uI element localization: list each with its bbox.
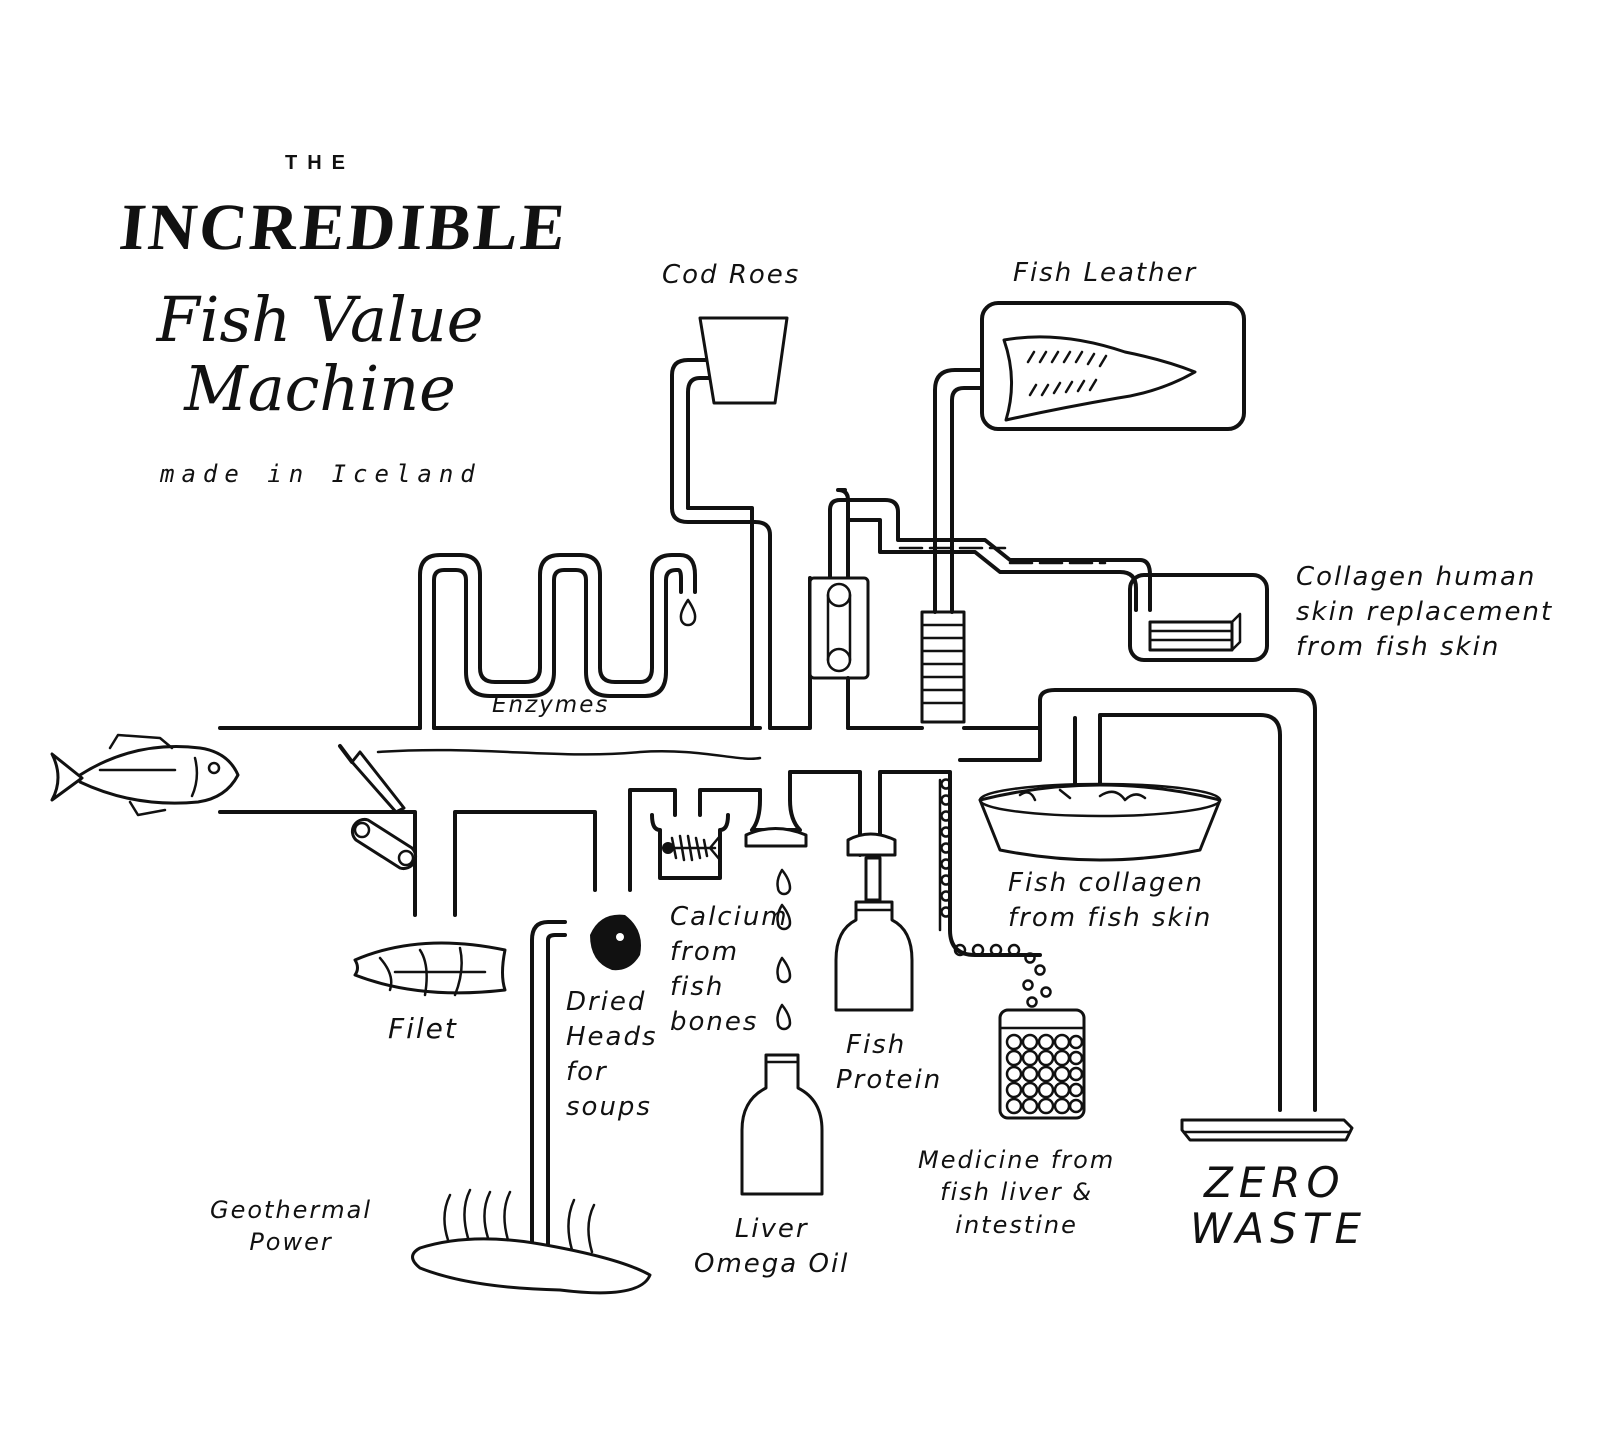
tray-icon — [1180, 1118, 1354, 1142]
label-calcium: Calcium from fish bones — [670, 900, 789, 1040]
label-zero: ZERO — [1204, 1158, 1346, 1207]
label-collagen-skin: Collagen human skin replacement from fis… — [1296, 560, 1553, 665]
label-liver-oil-1: Liver — [734, 1214, 809, 1244]
cod-roes-unit — [670, 316, 789, 730]
label-cod-roes: Cod Roes — [662, 260, 801, 290]
title-script: Fish Value Machine — [110, 285, 530, 424]
label-fish-protein: Fish Protein — [836, 1028, 942, 1098]
label-filet: Filet — [388, 1012, 458, 1045]
fish-skeleton-station — [650, 813, 730, 880]
label-dried-heads: Dried Heads for soups — [566, 985, 658, 1125]
fish-head-icon — [590, 914, 641, 971]
label-fish-collagen-1: Fish collagen — [1008, 868, 1205, 898]
filter-ladder — [920, 610, 966, 724]
pellet-chain — [938, 778, 1052, 1008]
title-line-2: Machine — [184, 352, 456, 426]
label-collagen-skin-3: from fish skin — [1296, 632, 1501, 663]
label-liver-oil: Liver Omega Oil — [694, 1212, 849, 1282]
bottle-icon — [740, 1053, 824, 1196]
label-zero-waste: ZERO WASTE — [1190, 1158, 1368, 1254]
protein-dispenser — [834, 832, 914, 1012]
label-geothermal: Geothermal Power — [210, 1194, 372, 1259]
skin-stack-icon — [1148, 620, 1234, 652]
calcium-funnel — [744, 788, 808, 1031]
label-collagen-skin-1: Collagen human — [1296, 562, 1537, 592]
label-fish-protein-2: Protein — [836, 1065, 943, 1096]
leather-icon — [1002, 335, 1197, 422]
jar-icon — [998, 1008, 1086, 1120]
geothermal-pool-icon — [411, 1237, 652, 1295]
conveyor-icon — [808, 576, 870, 680]
fish-icon — [50, 733, 240, 817]
label-dried-heads-2: Heads — [566, 1022, 658, 1053]
label-geothermal-2: Power — [249, 1228, 333, 1257]
label-fish-leather: Fish Leather — [1013, 258, 1198, 288]
knife-icon — [338, 744, 406, 814]
filet-icon — [353, 941, 507, 997]
label-waste: WASTE — [1190, 1204, 1368, 1254]
label-collagen-skin-2: skin replacement — [1296, 597, 1554, 628]
label-fish-collagen-2: from fish skin — [1008, 903, 1213, 934]
label-dried-heads-4: soups — [566, 1092, 652, 1123]
title-the: THE — [285, 152, 355, 174]
label-calcium-4: bones — [670, 1007, 759, 1038]
flask-icon — [834, 900, 914, 1012]
label-medicine-1: Medicine from — [918, 1146, 1116, 1174]
cup-icon — [698, 316, 789, 405]
label-liver-oil-2: Omega Oil — [694, 1249, 850, 1280]
label-geothermal-1: Geothermal — [210, 1196, 373, 1224]
title-incredible: INCREDIBLE — [116, 191, 572, 264]
bowl-icon — [978, 782, 1222, 862]
skin-box — [1128, 573, 1269, 662]
label-medicine-3: intestine — [955, 1210, 1078, 1239]
title-subtitle: made in Iceland — [160, 460, 482, 488]
label-enzymes: Enzymes — [492, 692, 610, 718]
label-calcium-2: from — [670, 937, 740, 968]
label-dried-heads-3: for — [566, 1057, 608, 1088]
label-medicine: Medicine from fish liver & intestine — [918, 1144, 1115, 1241]
geothermal-pipe — [411, 920, 652, 1295]
enzyme-coils — [418, 553, 762, 730]
label-fish-collagen: Fish collagen from fish skin — [1008, 866, 1212, 936]
label-calcium-3: fish — [670, 972, 725, 1003]
title-line-1: Fish Value — [156, 283, 484, 356]
label-calcium-1: Calcium — [670, 902, 789, 932]
leather-box — [980, 301, 1246, 431]
label-dried-heads-1: Dried — [566, 987, 647, 1017]
fish-skeleton-icon — [662, 834, 722, 862]
label-medicine-2: fish liver & — [940, 1178, 1094, 1207]
main-pipe — [218, 688, 1317, 1112]
filet-conveyor — [350, 817, 418, 871]
collagen-tower — [768, 368, 1152, 730]
label-fish-protein-1: Fish — [846, 1030, 907, 1060]
